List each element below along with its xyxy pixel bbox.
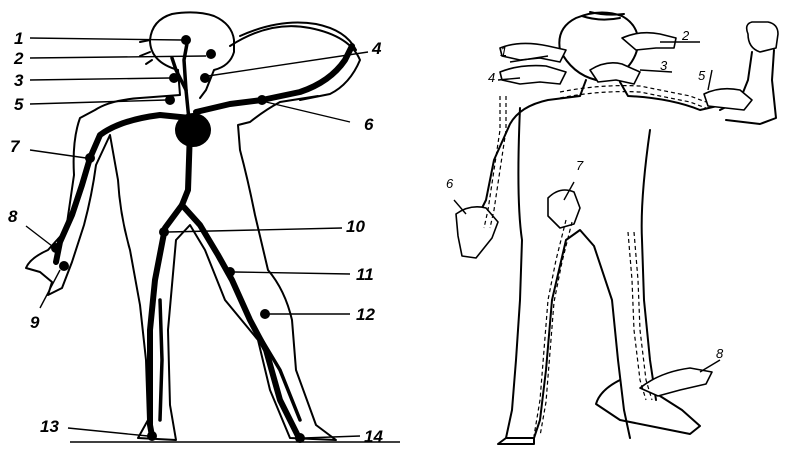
right-hand-jaw — [500, 43, 566, 62]
left-point-2 — [206, 49, 216, 59]
right-figure-compression-points: 1 2 3 4 5 6 7 8 — [446, 12, 778, 444]
left-point-5 — [165, 95, 175, 105]
left-point-3 — [169, 73, 179, 83]
right-raised-forearm — [720, 50, 776, 124]
right-vessel-leg-right-2 — [540, 222, 572, 436]
right-label-5: 5 — [698, 68, 706, 83]
left-label-11: 11 — [356, 265, 374, 284]
left-label-5: 5 — [14, 95, 24, 114]
left-heart — [175, 113, 211, 147]
right-hand-neck — [500, 66, 566, 84]
right-hand-wrist — [456, 207, 498, 258]
left-point-14 — [295, 433, 305, 443]
left-label-8: 8 — [8, 207, 18, 226]
right-label-1: 1 — [500, 44, 507, 59]
left-point-4 — [200, 73, 210, 83]
left-label-13: 13 — [40, 417, 59, 436]
right-label-3: 3 — [660, 58, 668, 73]
left-head-outline — [150, 12, 234, 98]
left-label-6: 6 — [364, 115, 374, 134]
right-hand-arm — [704, 89, 752, 110]
left-label-12: 12 — [356, 305, 375, 324]
left-point-9 — [59, 261, 69, 271]
left-label-7: 7 — [10, 137, 21, 156]
left-point-7 — [85, 153, 95, 163]
right-label-4: 4 — [488, 70, 495, 85]
left-point-6 — [257, 95, 267, 105]
right-hand-foot — [640, 368, 712, 396]
right-label-2: 2 — [681, 28, 690, 43]
left-label-1: 1 — [14, 29, 23, 48]
left-figure-arterial-system: 1 2 3 4 5 6 7 8 9 10 11 12 13 14 — [8, 12, 400, 446]
left-label-14: 14 — [364, 427, 383, 446]
left-label-2: 2 — [13, 49, 24, 68]
right-hand-groin — [548, 190, 580, 228]
left-point-10 — [159, 227, 169, 237]
left-subclavian-left-arm — [196, 46, 352, 112]
left-point-13 — [147, 431, 157, 441]
left-label-10: 10 — [346, 217, 365, 236]
left-point-8 — [51, 243, 61, 253]
left-point-11 — [225, 267, 235, 277]
left-point-12 — [260, 309, 270, 319]
right-vessel-arm-2 — [490, 96, 506, 228]
right-raised-fist — [747, 22, 778, 52]
right-leader-lines — [454, 42, 720, 372]
right-label-7: 7 — [576, 158, 584, 173]
left-label-4: 4 — [371, 39, 382, 58]
right-label-6: 6 — [446, 176, 454, 191]
right-label-8: 8 — [716, 346, 724, 361]
right-hand-clavicle — [590, 63, 640, 84]
left-label-3: 3 — [14, 71, 24, 90]
left-label-9: 9 — [30, 313, 40, 332]
left-point-1 — [181, 35, 191, 45]
